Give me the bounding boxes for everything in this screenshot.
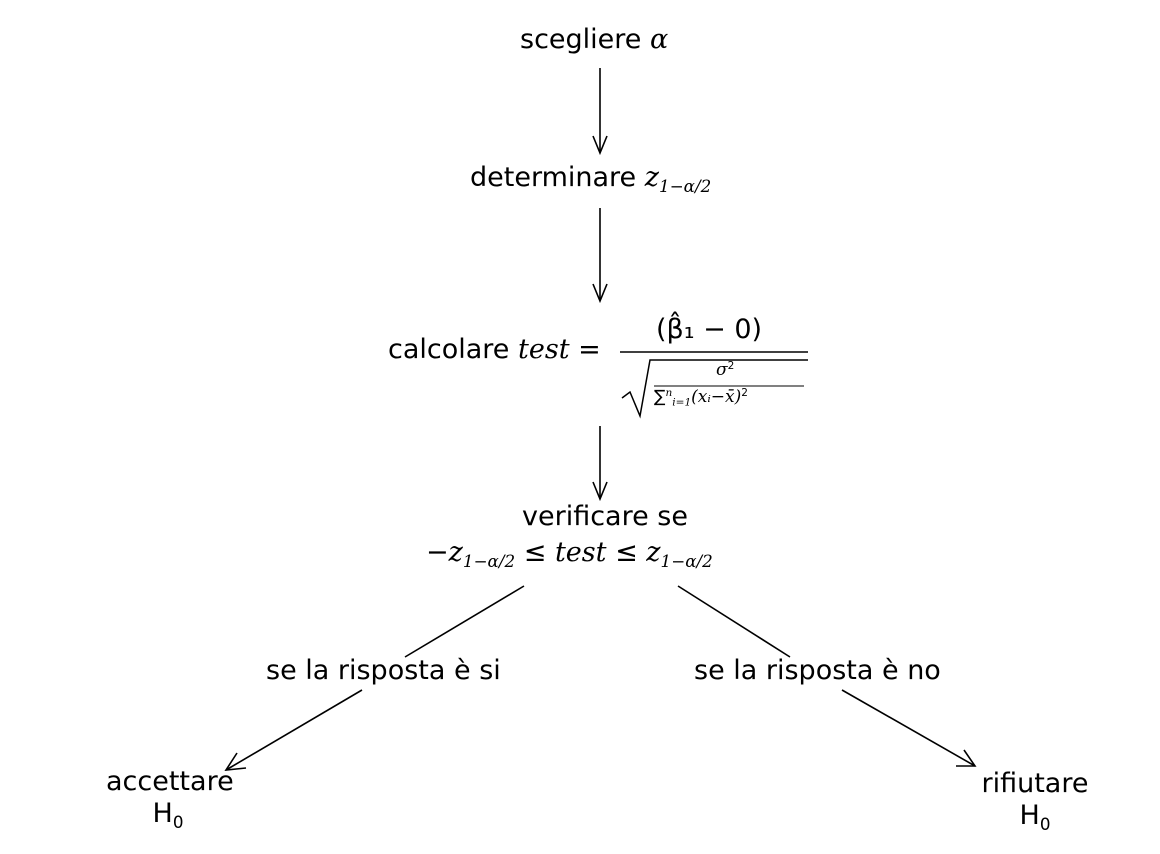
node-verify-line1: verificare se xyxy=(522,501,688,532)
compute-label: calcolare xyxy=(388,334,510,365)
z-right: z xyxy=(646,537,661,568)
accept-hypothesis: H0 xyxy=(152,798,184,833)
test-variable: test xyxy=(518,334,570,365)
node-accept: accettare H0 xyxy=(106,766,234,833)
arrow-determine-to-compute xyxy=(592,208,608,304)
leq-right: ≤ xyxy=(615,537,638,568)
z-subscript: 1−α/2 xyxy=(658,175,712,196)
sum-upper: n xyxy=(665,387,673,400)
test-numerator: (β̂₁ − 0) xyxy=(656,314,763,345)
node-verify-inequality: −z1−α/2 ≤ test ≤ z1−α/2 xyxy=(426,537,713,571)
alpha-symbol: α xyxy=(650,24,669,55)
z-right-subscript: 1−α/2 xyxy=(660,550,713,571)
equals-sign: = xyxy=(578,334,601,365)
edge-label-yes: se la risposta è si xyxy=(266,655,501,686)
node-choose-alpha: scegliere α xyxy=(520,24,668,56)
node-reject: rifiutare H0 xyxy=(980,768,1090,834)
node-determine-z: determinare z1−α/2 xyxy=(470,162,711,196)
sum-symbol: ∑ xyxy=(654,387,666,407)
arrow-compute-to-verify xyxy=(592,426,608,502)
edge-label-no: se la risposta è no xyxy=(694,655,941,686)
arrow-verify-to-accept xyxy=(224,585,525,771)
sum-term: (xᵢ−x̄) xyxy=(691,387,742,407)
leq-left: ≤ xyxy=(523,537,547,568)
test-formula-lines xyxy=(620,351,808,419)
z-variable: z xyxy=(644,162,659,193)
reject-hypothesis: H0 xyxy=(1019,800,1051,835)
arrow-verify-to-reject xyxy=(677,585,977,767)
test-inner-denominator: ∑ni=1(xᵢ−x̄)2 xyxy=(654,387,748,409)
node-compute-test: calcolare test = xyxy=(388,334,601,366)
determine-label: determinare xyxy=(470,162,637,193)
test-in-inequality: test xyxy=(554,537,607,568)
minus-sign: − xyxy=(426,537,449,568)
arrow-choose-to-determine xyxy=(592,68,608,156)
reject-label: rifiutare xyxy=(981,768,1089,799)
z-left-subscript: 1−α/2 xyxy=(462,550,516,571)
sum-term-exp: 2 xyxy=(741,387,748,400)
sum-lower: i=1 xyxy=(672,396,692,409)
choose-label: scegliere xyxy=(520,24,642,55)
accept-label: accettare xyxy=(106,766,234,797)
test-inner-numerator: σ2 xyxy=(716,360,735,380)
z-left: z xyxy=(448,537,463,568)
